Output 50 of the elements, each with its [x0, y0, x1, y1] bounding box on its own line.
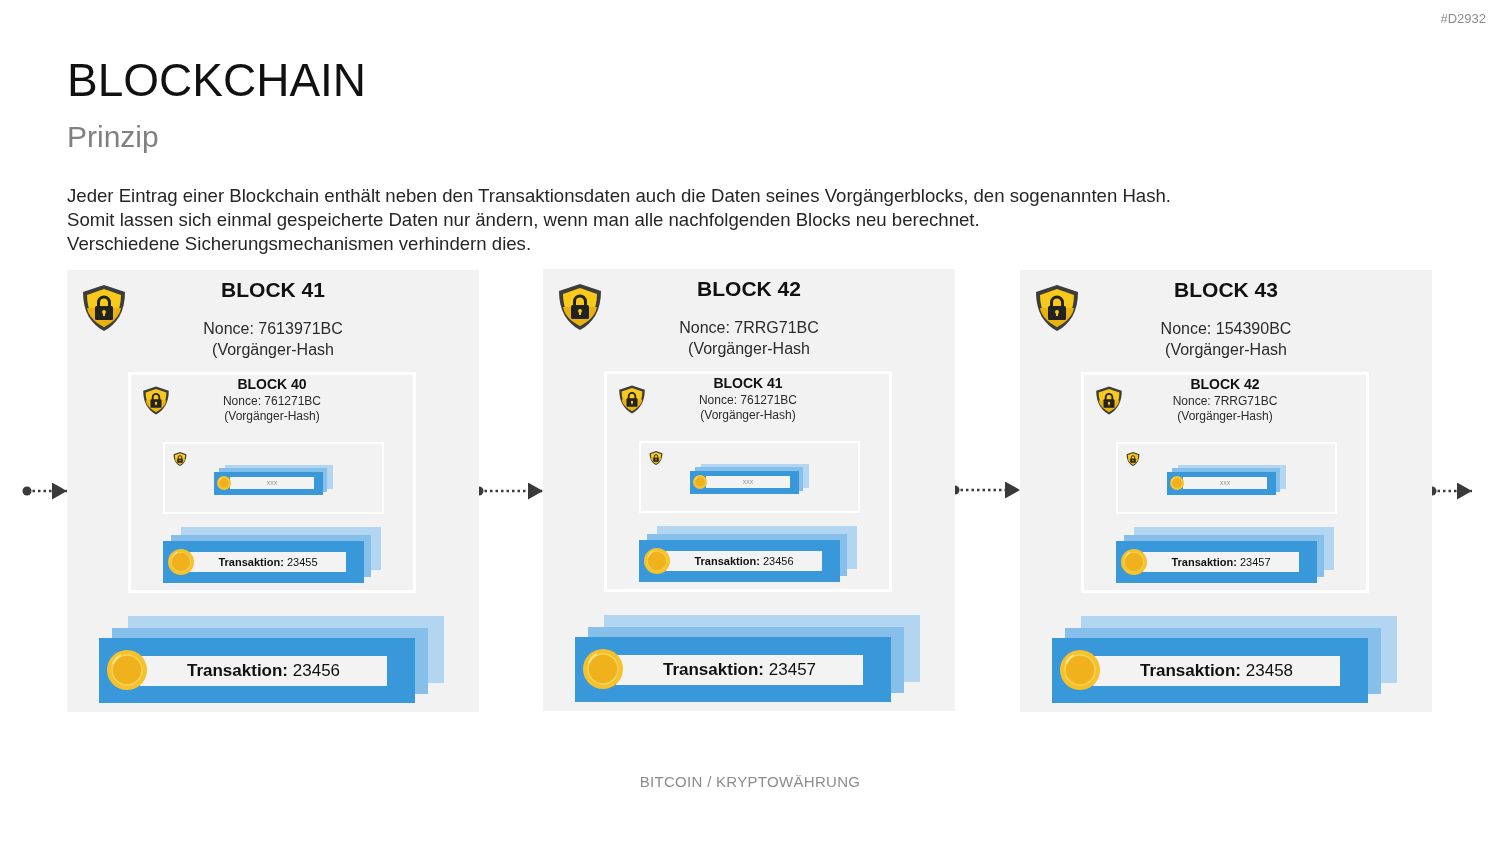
description-text: Verschiedene Sicherungsmechanismen verhindern dies.: [67, 232, 532, 256]
description-text: Jeder Eintrag einer Blockchain enthält neben den Transaktionsdaten auch die Daten seines Vorgängerblocks, den sogenannten Hash.: [67, 184, 1171, 208]
hash-text: (Vorgänger-Hash: [212, 340, 334, 360]
nested-block-frame: [639, 441, 860, 513]
nested-block-panel: [1081, 372, 1369, 593]
block-heading: BLOCK 42: [1190, 376, 1260, 393]
hash-text: (Vorgänger-Hash: [688, 339, 810, 359]
transaction-card-stack: [163, 527, 381, 583]
transaction-card-stack: [1052, 616, 1397, 703]
transaction-card-stack: [214, 465, 333, 495]
block-panel: [1020, 270, 1432, 712]
transaction-label: Transaktion: 23457: [1143, 552, 1299, 572]
block-heading: BLOCK 41: [221, 277, 325, 303]
hash-text: (Vorgänger-Hash): [1177, 409, 1273, 424]
nonce-text: Nonce: 761271BC: [698, 393, 798, 408]
transaction-card-stack: [99, 616, 444, 703]
transaction-card-stack: [1167, 465, 1286, 495]
transaction-card-stack: [1116, 527, 1334, 583]
hash-text: (Vorgänger-Hash): [224, 409, 320, 424]
transaction-card-stack: [575, 615, 920, 702]
transaction-label: Transaktion: 23456: [140, 656, 387, 686]
nested-block-frame: [1116, 442, 1337, 514]
hash-text: (Vorgänger-Hash): [700, 408, 796, 423]
hash-text: (Vorgänger-Hash: [1165, 340, 1287, 360]
transaction-card-stack: [690, 464, 809, 494]
block-heading: BLOCK 42: [697, 276, 801, 302]
block-panel: [67, 270, 479, 712]
transaction-label: Transaktion: 23458: [1093, 656, 1340, 686]
transaction-card-stack: [639, 526, 857, 582]
block-heading: BLOCK 40: [237, 376, 307, 393]
nonce-text: Nonce: 7RRG71BC: [679, 318, 819, 338]
transaction-label: Transaktion: 23455: [190, 552, 346, 572]
slide-code: #D2932: [1440, 11, 1486, 27]
block-heading: BLOCK 41: [713, 375, 783, 392]
dotted-arrow: [22, 482, 67, 500]
block-heading: BLOCK 43: [1174, 277, 1278, 303]
nested-block-panel: [128, 372, 416, 593]
transaction-label: Transaktion: 23457: [616, 655, 863, 685]
footer-text: BITCOIN / KRYPTOWÄHRUNG: [639, 773, 861, 791]
block-panel: [543, 269, 955, 711]
transaction-label: Transaktion: 23456: [666, 551, 822, 571]
nonce-text: Nonce: 761271BC: [222, 394, 322, 409]
nonce-text: Nonce: 7RRG71BC: [1172, 394, 1278, 409]
nested-block-panel: [604, 371, 892, 592]
description-text: Somit lassen sich einmal gespeicherte Daten nur ändern, wenn man alle nachfolgenden Blocks neu berechnet.: [67, 208, 980, 232]
nonce-text: Nonce: 7613971BC: [203, 319, 343, 339]
page-subtitle: Prinzip: [67, 119, 159, 155]
page-title: BLOCKCHAIN: [67, 53, 367, 108]
nested-block-frame: [163, 442, 384, 514]
nonce-text: Nonce: 154390BC: [1160, 319, 1292, 339]
